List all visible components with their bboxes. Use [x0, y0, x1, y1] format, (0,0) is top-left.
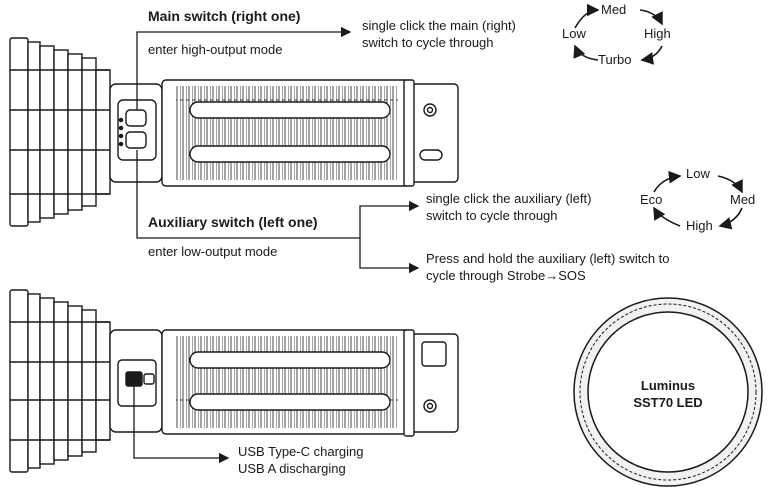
aux-switch-subtitle: enter low-output mode [148, 244, 278, 259]
lens-label-brand: Luminus [640, 378, 696, 393]
lens-label-model: SST70 LED [633, 395, 703, 410]
aux-cycle-med: Med [730, 192, 756, 207]
main-switch-subtitle: enter high-output mode [148, 42, 283, 57]
aux-switch-callout [136, 150, 420, 274]
aux-cycle-eco: Eco [640, 192, 663, 207]
flashlight-bottom [9, 289, 459, 473]
main-switch-callout [136, 26, 352, 110]
aux-cycle-arrows [653, 170, 743, 230]
main-cycle-turbo: Turbo [598, 52, 632, 67]
usb-charging-label: USB Type-C charging [238, 444, 364, 459]
aux-switch-title: Auxiliary switch (left one) [148, 214, 318, 230]
usb-callout [133, 386, 230, 464]
aux-switch-instruction-2: switch to cycle through [426, 208, 558, 223]
usb-discharging-label: USB A discharging [238, 461, 346, 476]
aux-switch-instruction-1: single click the auxiliary (left) [426, 191, 592, 206]
main-cycle-high: High [644, 26, 671, 41]
led-lens [573, 297, 763, 487]
main-cycle-med: Med [601, 2, 627, 17]
main-switch-title: Main switch (right one) [148, 8, 301, 24]
aux-cycle-low: Low [686, 166, 710, 181]
aux-switch-hold-2: cycle through Strobe→SOS [426, 268, 586, 283]
flashlight-top [9, 37, 459, 227]
main-switch-instruction-1: single click the main (right) [362, 18, 516, 33]
aux-switch-hold-1: Press and hold the auxiliary (left) swit… [426, 251, 670, 266]
aux-cycle-high: High [686, 218, 713, 233]
main-cycle-low: Low [562, 26, 586, 41]
main-cycle-arrows [573, 3, 663, 65]
main-switch-instruction-2: switch to cycle through [362, 35, 494, 50]
